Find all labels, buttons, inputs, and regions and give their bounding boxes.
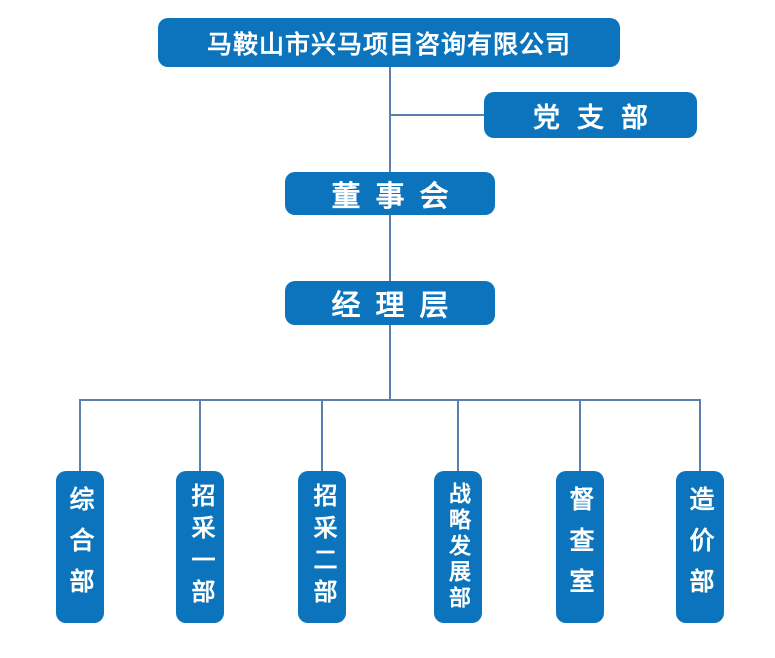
company-label: 马鞍山市兴马项目咨询有限公司 [206, 30, 571, 59]
dept-label: 督查室 [566, 485, 594, 609]
connector-drop-dept-6 [699, 401, 701, 471]
dept-label: 造价部 [686, 485, 714, 609]
connector-drop-dept-4 [457, 401, 459, 471]
dept-box-supervision-office: 督查室 [556, 471, 604, 623]
connector-board-to-management [389, 215, 391, 281]
dept-box-strategic-development: 战略发展部 [434, 471, 482, 623]
dept-box-cost-engineering: 造价部 [676, 471, 724, 623]
connector-company-to-board [389, 67, 391, 172]
company-box: 马鞍山市兴马项目咨询有限公司 [158, 18, 620, 67]
connector-departments-bus [79, 399, 701, 401]
connector-drop-dept-2 [199, 401, 201, 471]
connector-management-to-bus [389, 325, 391, 400]
party-branch-label: 党支部 [533, 102, 665, 133]
dept-box-procurement-2: 招采二部 [298, 471, 346, 623]
connector-drop-dept-3 [321, 401, 323, 471]
board-box: 董事会 [285, 172, 495, 215]
connector-branch-to-party [390, 114, 484, 116]
dept-label: 战略发展部 [446, 482, 471, 612]
dept-box-procurement-1: 招采一部 [176, 471, 224, 623]
dept-label: 招采二部 [309, 483, 336, 611]
management-box: 经理层 [285, 281, 495, 325]
dept-box-general: 综合部 [56, 471, 104, 623]
party-branch-box: 党支部 [484, 92, 697, 138]
board-label: 董事会 [331, 180, 464, 213]
management-label: 经理层 [331, 290, 464, 322]
dept-label: 招采一部 [187, 483, 214, 611]
connector-drop-dept-1 [79, 401, 81, 471]
dept-label: 综合部 [66, 485, 94, 609]
connector-drop-dept-5 [579, 401, 581, 471]
